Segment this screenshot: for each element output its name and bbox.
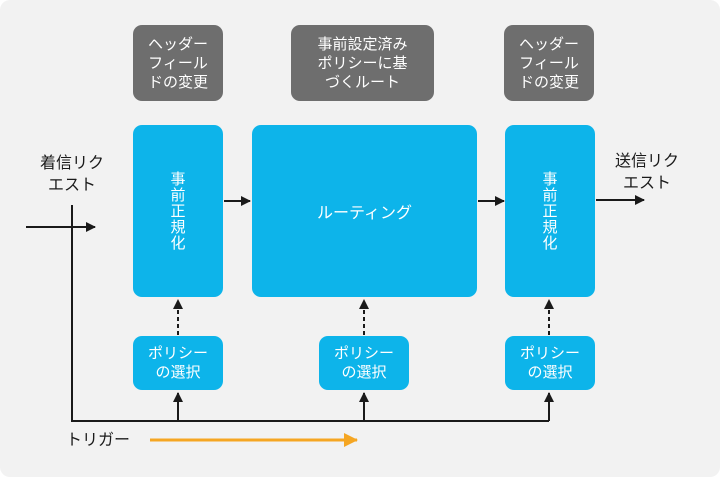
header-box-right: ヘッダー フィール ドの変更 (504, 25, 594, 101)
header-box-left: ヘッダー フィール ドの変更 (133, 25, 223, 101)
stage-left-prenormalize: 事前正規化 (133, 125, 223, 297)
header-box-right-text: ヘッダー フィール ドの変更 (518, 34, 579, 91)
stage-right-label: 事前正規化 (540, 171, 559, 251)
policy-box-right-text: ポリシー の選択 (519, 344, 580, 381)
stage-right-prenormalize: 事前正規化 (505, 125, 595, 297)
policy-box-left: ポリシー の選択 (133, 336, 223, 390)
stage-middle-label: ルーティング (316, 203, 413, 222)
incoming-request-label: 着信リク エスト (39, 153, 104, 194)
policy-box-right: ポリシー の選択 (505, 336, 595, 390)
policy-box-middle: ポリシー の選択 (319, 336, 409, 390)
stage-middle-routing: ルーティング (252, 125, 477, 297)
policy-box-middle-text: ポリシー の選択 (333, 344, 394, 381)
header-box-left-text: ヘッダー フィール ドの変更 (147, 34, 208, 91)
outgoing-request-label: 送信リク エスト (614, 151, 679, 192)
stage-left-label: 事前正規化 (168, 171, 187, 251)
policy-box-left-text: ポリシー の選択 (147, 344, 208, 381)
trigger-bus-line (71, 205, 549, 422)
trigger-label: トリガー (66, 430, 131, 449)
header-box-middle-text: 事前設定済み ポリシーに基 づくルート (317, 34, 408, 91)
header-box-middle: 事前設定済み ポリシーに基 づくルート (291, 25, 434, 101)
